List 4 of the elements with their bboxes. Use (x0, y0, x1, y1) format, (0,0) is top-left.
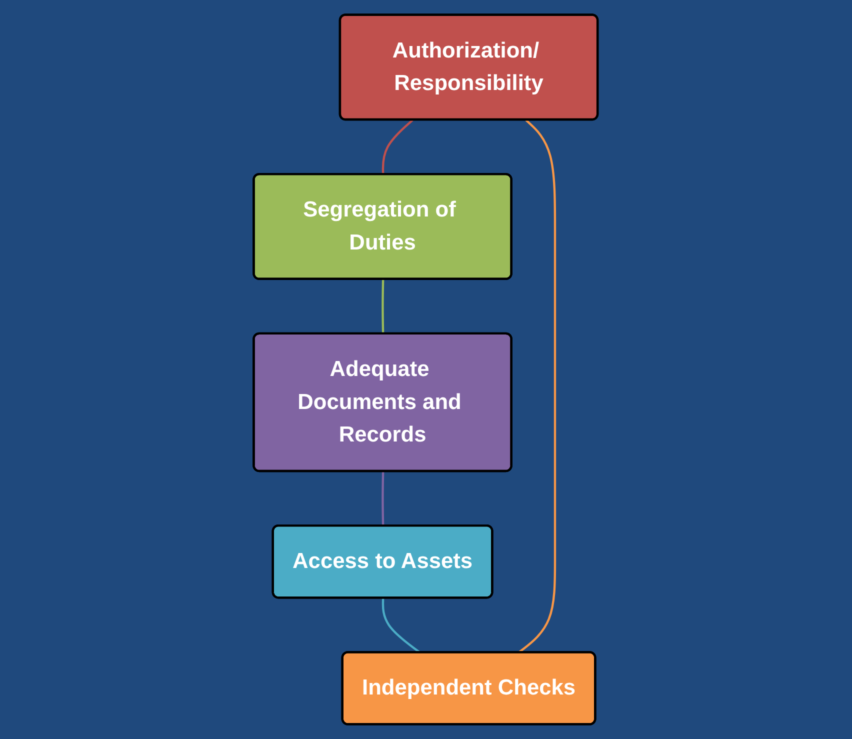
connector (382, 598, 422, 654)
connector (382, 119, 414, 175)
connector (382, 472, 385, 526)
connector (382, 279, 385, 334)
